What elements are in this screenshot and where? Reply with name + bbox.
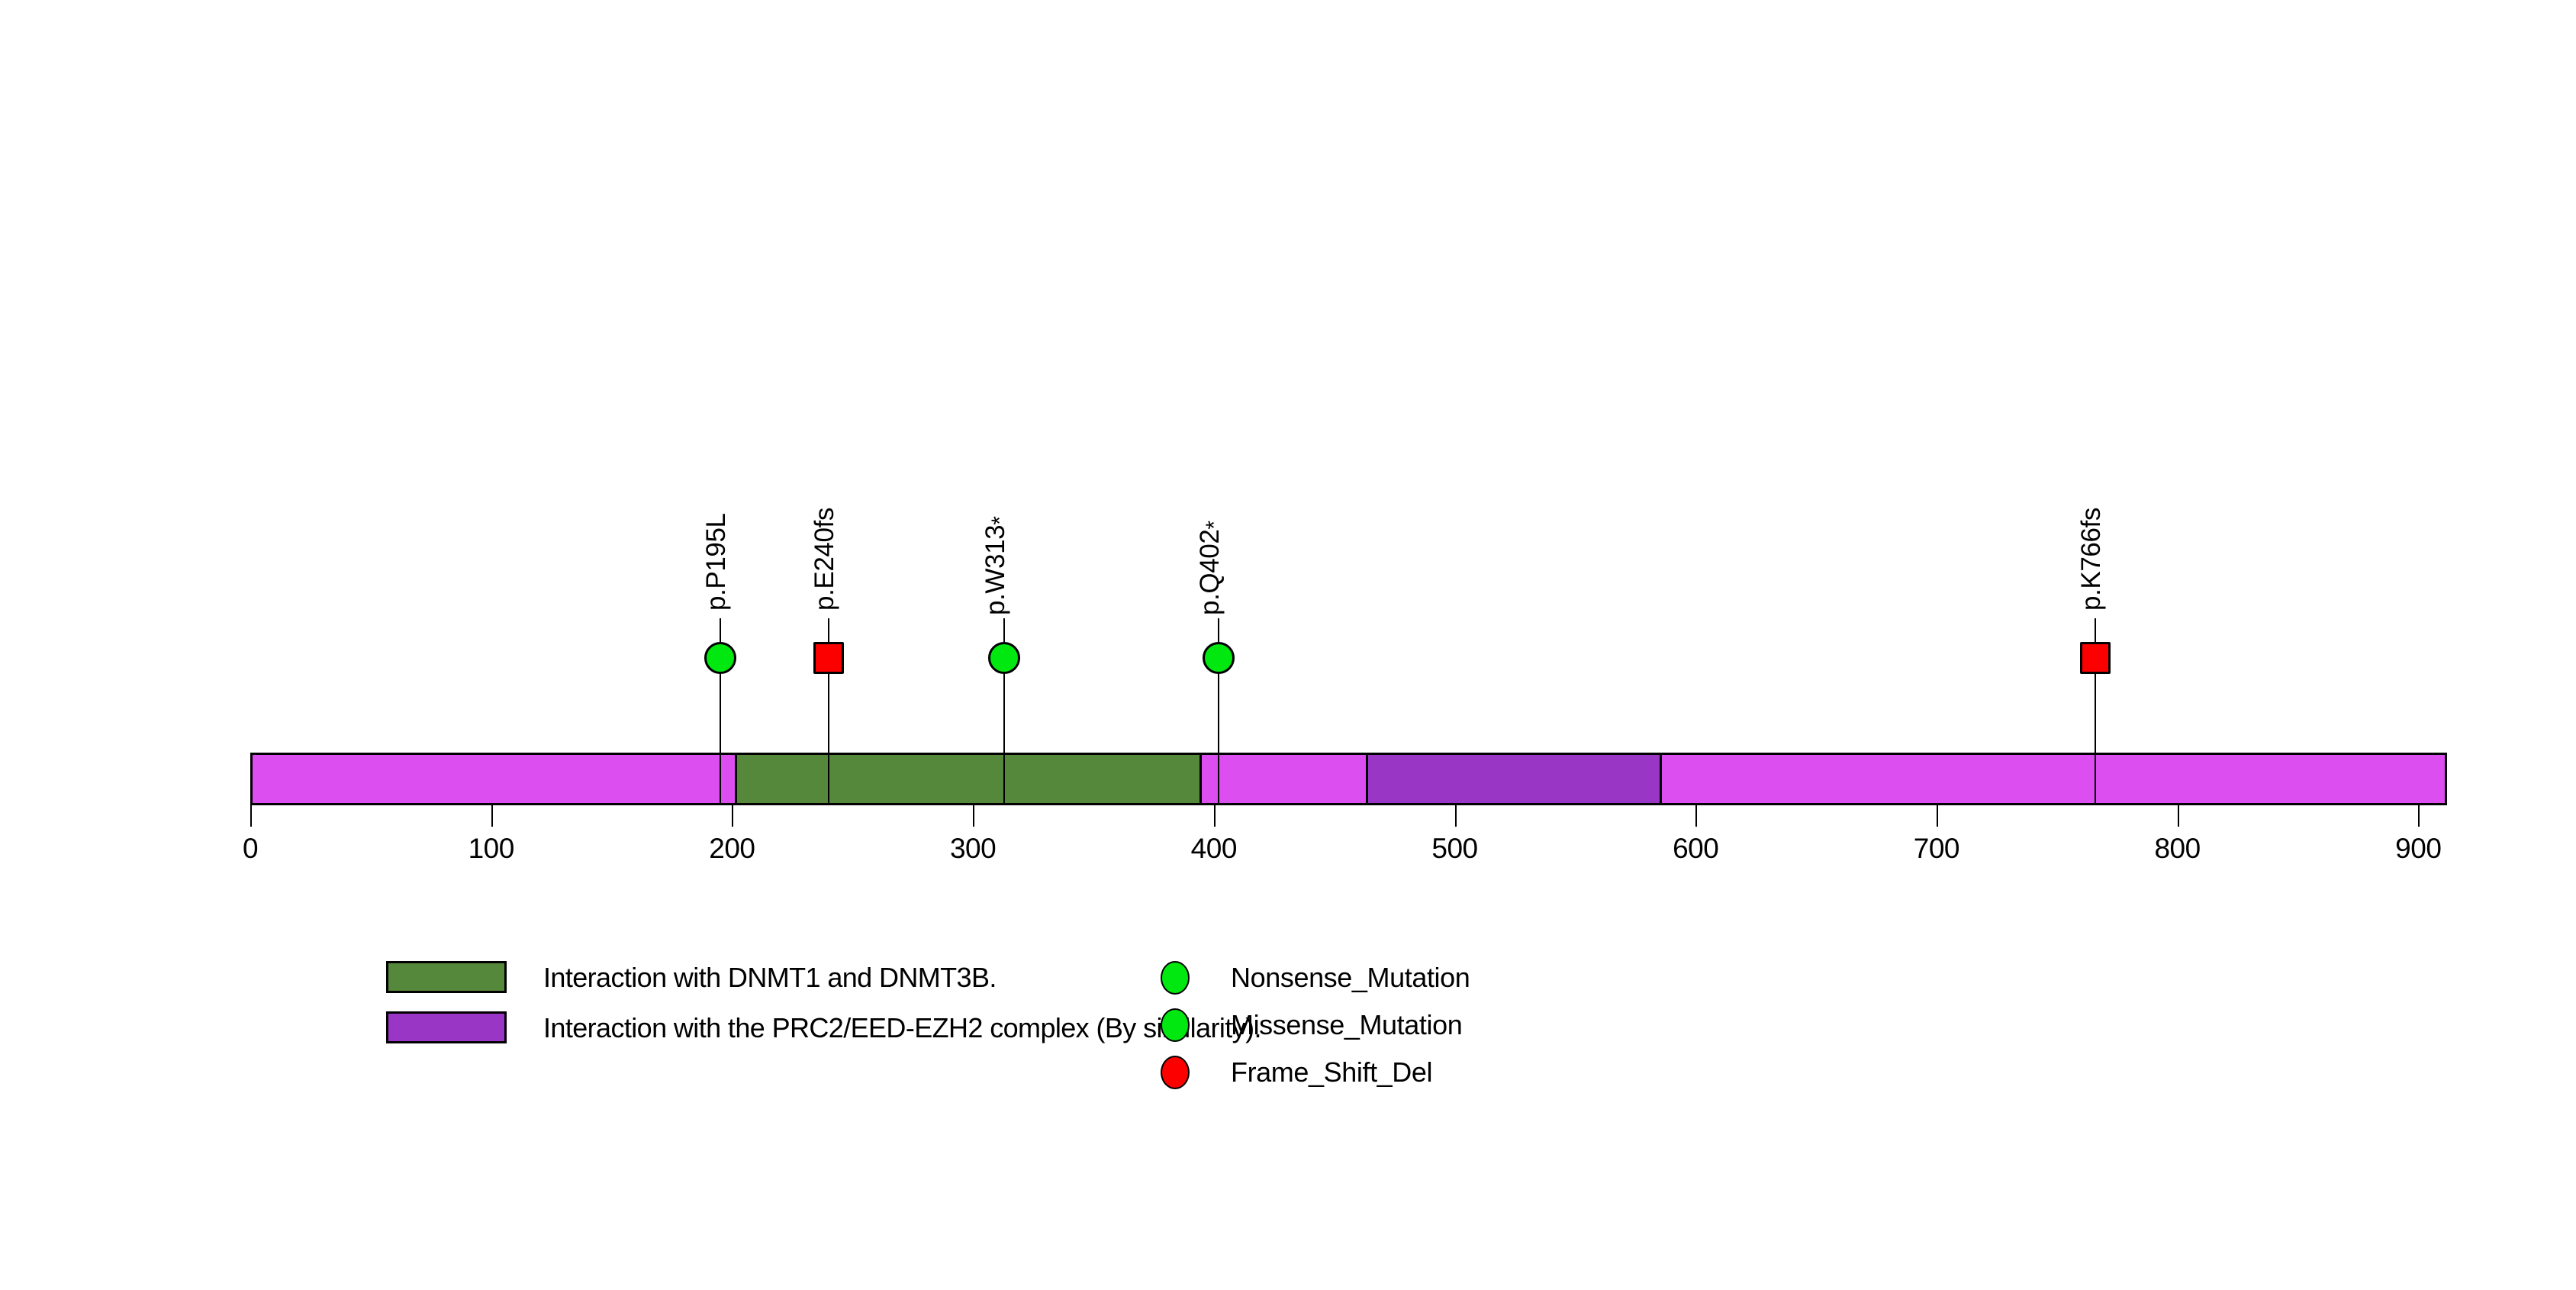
mutation-legend-label-0: Nonsense_Mutation [1231,962,1470,993]
lollipop-marker-pQ402[interactable] [1203,642,1235,674]
lollipop-label-pQ402: p.Q402* [1195,521,1228,615]
lollipop-stem [827,618,829,805]
axis-tick [973,805,975,827]
protein-backbone-bar [250,753,2447,805]
axis-tick-label: 0 [242,833,259,864]
axis-tick-label: 700 [1913,833,1960,864]
lollipop-marker-pK766fs[interactable] [2080,642,2111,674]
mutation-legend-label-2: Frame_Shift_Del [1231,1056,1433,1088]
protein-domain-0 [734,753,1202,805]
lollipop-marker-pP195L[interactable] [704,642,736,674]
axis-tick [491,805,493,827]
axis-tick-label: 400 [1190,833,1238,864]
axis-tick-label: 300 [949,833,997,864]
lollipop-label-pK766fs: p.K766fs [2076,508,2107,611]
axis-tick [1936,805,1938,827]
axis-tick [2177,805,2179,827]
lollipop-label-pW313: p.W313* [980,516,1013,615]
axis-tick [1454,805,1457,827]
mutation-legend-marker-1 [1161,1008,1190,1042]
lollipop-stem [2095,618,2097,805]
lollipop-stem [1218,618,1220,805]
axis-tick [732,805,734,827]
protein-domain-1 [1365,753,1662,805]
axis-tick-label: 900 [2395,833,2442,864]
axis-tick-label: 800 [2154,833,2201,864]
mutation-legend-label-1: Missense_Mutation [1231,1009,1463,1040]
axis-tick [1695,805,1698,827]
axis-tick [2418,805,2420,827]
lollipop-marker-pE240fs[interactable] [813,642,844,674]
domain-legend-swatch-1 [386,1011,507,1043]
lollipop-stem [1003,618,1006,805]
mutation-legend-marker-0 [1161,961,1190,995]
lollipop-label-pE240fs: p.E240fs [809,508,839,611]
axis-tick [250,805,252,827]
axis-tick [1213,805,1216,827]
lollipop-stem [719,618,721,805]
axis-tick-label: 200 [709,833,755,864]
axis-tick-label: 600 [1673,833,1719,864]
lollipop-label-pP195L: p.P195L [700,513,731,611]
domain-legend-label-0: Interaction with DNMT1 and DNMT3B. [543,962,997,993]
mutation-legend-marker-2 [1161,1056,1190,1089]
lollipop-marker-pW313[interactable] [988,642,1021,674]
axis-tick-label: 500 [1431,833,1478,864]
domain-legend-swatch-0 [386,961,507,993]
domain-legend-label-1: Interaction with the PRC2/EED-EZH2 compl… [543,1012,1261,1043]
axis-tick-label: 100 [468,833,515,864]
